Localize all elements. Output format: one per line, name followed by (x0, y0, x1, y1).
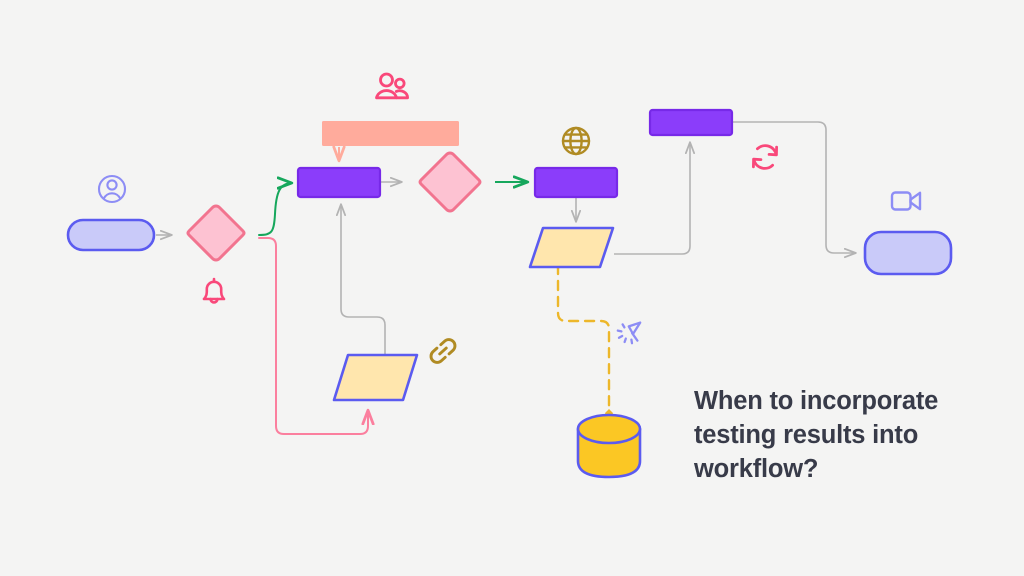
users-icon (375, 72, 410, 100)
data-node-input[interactable] (332, 353, 419, 402)
connector-decision1-to-data2 (258, 237, 368, 435)
caption-text: When to incorporate testing results into… (694, 387, 939, 483)
process-node-2[interactable] (533, 166, 619, 199)
banner-node[interactable] (322, 121, 459, 146)
user-avatar-icon (97, 174, 127, 204)
connector-data2-to-process1 (341, 204, 386, 355)
video-camera-icon (890, 191, 922, 211)
database-node[interactable] (576, 413, 642, 479)
link-icon (429, 338, 457, 364)
sparkle-cursor-icon (616, 321, 642, 345)
connector-decision1-to-process1 (258, 183, 292, 236)
process-node-1[interactable] (296, 166, 382, 199)
refresh-sync-icon (752, 144, 778, 170)
icon-layer (97, 72, 922, 364)
connector-data1-to-process3 (614, 142, 690, 255)
bell-icon (202, 277, 226, 304)
start-node[interactable] (66, 218, 156, 252)
decision-node-2[interactable] (418, 151, 482, 213)
decision-node-1[interactable] (186, 204, 246, 262)
connector-data1-to-database (556, 263, 611, 414)
connector-process3-to-end (733, 121, 856, 253)
process-node-3[interactable] (648, 108, 734, 137)
data-node-output[interactable] (528, 226, 615, 269)
globe-icon (561, 126, 591, 156)
end-node[interactable] (863, 230, 953, 276)
node-layer (66, 108, 953, 479)
